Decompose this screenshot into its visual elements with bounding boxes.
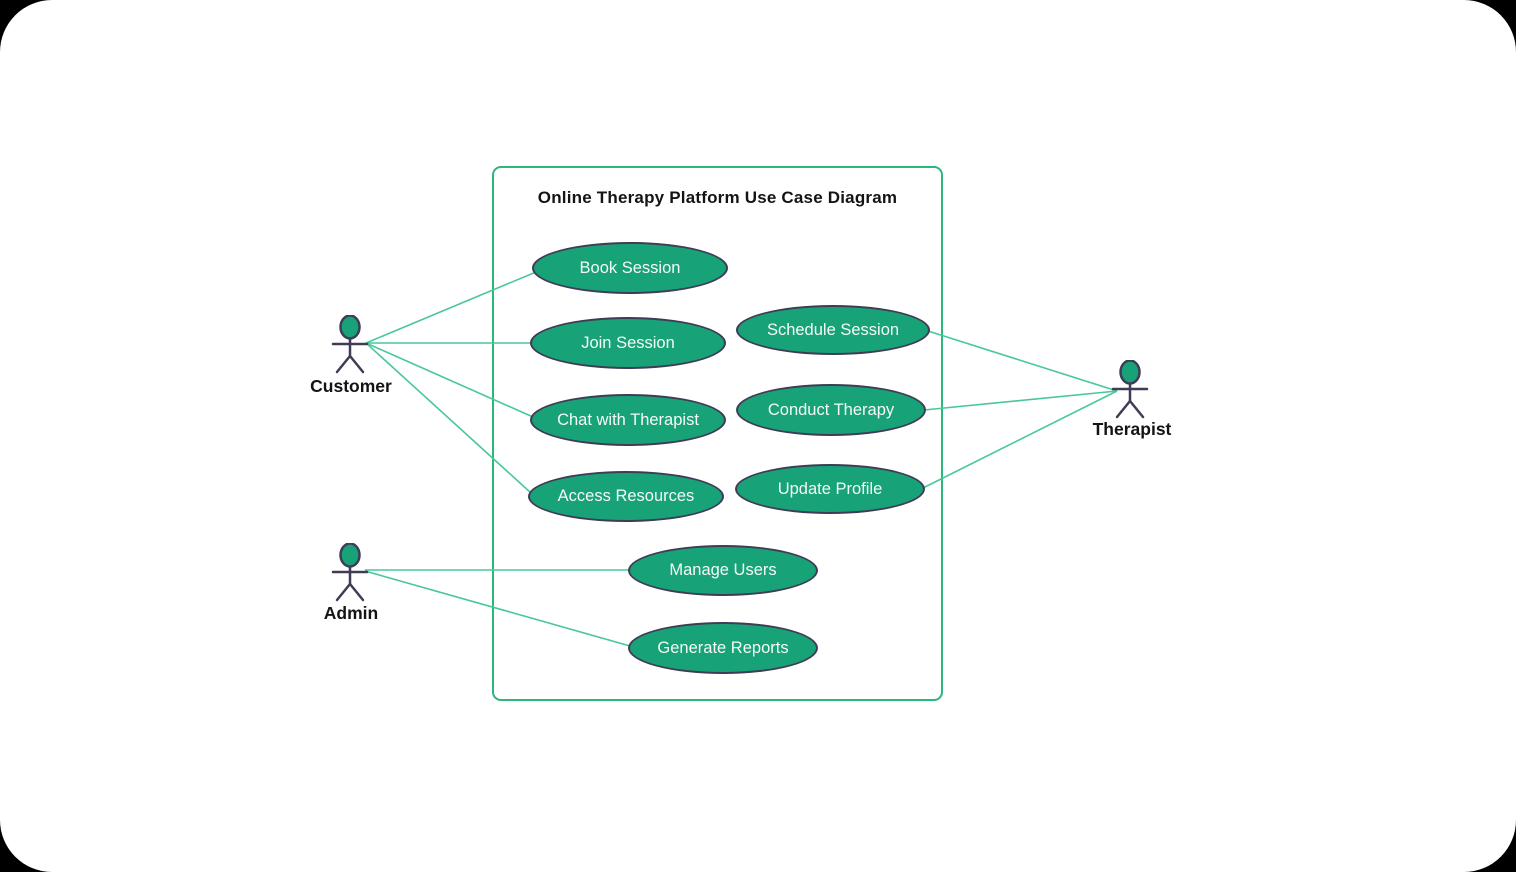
usecase-label: Schedule Session bbox=[766, 320, 900, 339]
usecase-generate-reports: Generate Reports bbox=[628, 622, 818, 674]
edge-therapist-update-profile bbox=[922, 390, 1118, 489]
usecase-label: Join Session bbox=[581, 333, 675, 352]
system-boundary-box bbox=[492, 166, 943, 701]
usecase-label: Update Profile bbox=[777, 479, 883, 498]
usecase-schedule-session: Schedule Session bbox=[736, 305, 930, 355]
actor-customer-label: Customer bbox=[310, 376, 392, 396]
usecase-conduct-therapy: Conduct Therapy bbox=[736, 384, 926, 436]
actor-admin bbox=[328, 543, 372, 603]
edge-therapist-conduct-therapy bbox=[923, 390, 1118, 411]
stick-figure-icon bbox=[331, 315, 369, 374]
usecase-label: Manage Users bbox=[669, 561, 777, 580]
edge-therapist-schedule-session bbox=[927, 330, 1118, 392]
actor-therapist-label: Therapist bbox=[1092, 419, 1172, 439]
edge-customer-access-resources bbox=[365, 342, 532, 494]
actor-admin-label: Admin bbox=[323, 603, 379, 623]
edge-customer-chat-with-therapist bbox=[365, 342, 534, 418]
edge-admin-generate-reports bbox=[364, 570, 631, 647]
usecase-join-session: Join Session bbox=[530, 317, 726, 369]
usecase-access-resources: Access Resources bbox=[528, 471, 724, 522]
usecase-book-session: Book Session bbox=[532, 242, 728, 294]
usecase-update-profile: Update Profile bbox=[735, 464, 925, 514]
usecase-label: Book Session bbox=[579, 258, 681, 277]
stick-figure-icon bbox=[1111, 360, 1149, 419]
usecase-label: Access Resources bbox=[557, 487, 695, 506]
usecase-label: Chat with Therapist bbox=[557, 410, 699, 429]
usecase-label: Conduct Therapy bbox=[767, 400, 895, 419]
usecase-label: Generate Reports bbox=[657, 638, 789, 657]
diagram-title: Online Therapy Platform Use Case Diagram bbox=[537, 188, 898, 207]
actor-customer bbox=[328, 315, 372, 375]
usecase-chat-with-therapist: Chat with Therapist bbox=[530, 394, 726, 446]
edge-customer-book-session bbox=[365, 271, 537, 344]
usecase-manage-users: Manage Users bbox=[628, 545, 818, 596]
stick-figure-icon bbox=[331, 543, 369, 602]
actor-therapist bbox=[1108, 360, 1152, 420]
